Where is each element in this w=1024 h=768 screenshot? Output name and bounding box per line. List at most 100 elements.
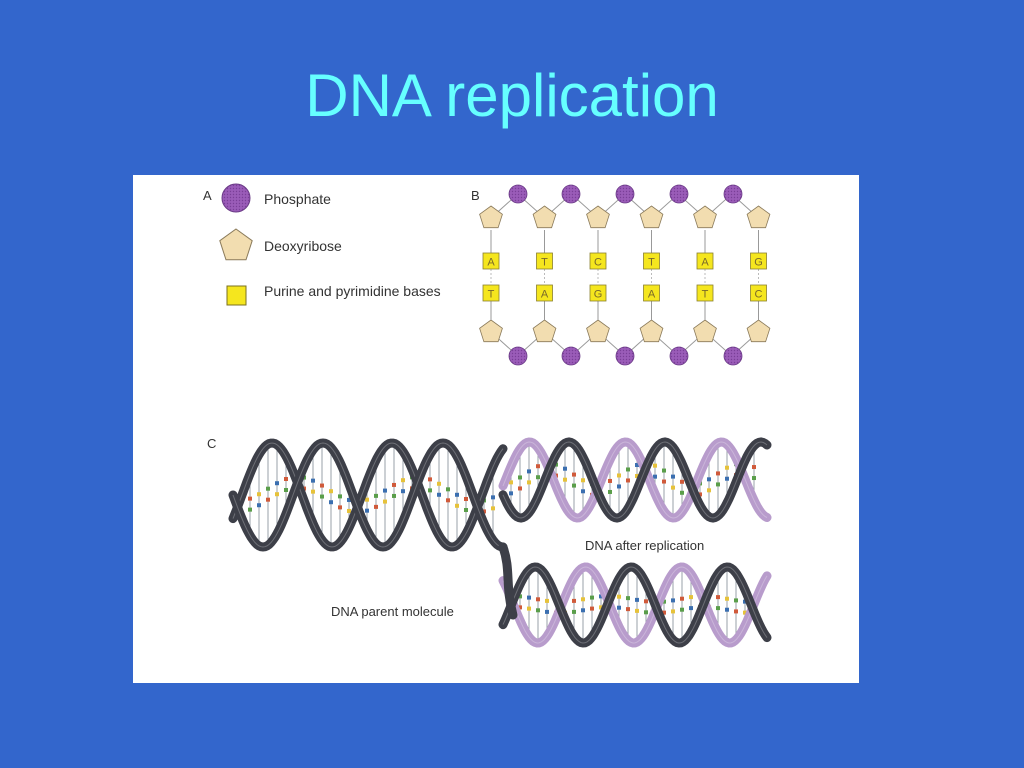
base-marker xyxy=(536,464,540,469)
base-letter: G xyxy=(754,257,763,269)
base-marker xyxy=(635,474,639,479)
phosphate-icon xyxy=(669,184,689,204)
base-marker xyxy=(680,479,684,484)
base-letter: T xyxy=(702,289,709,301)
base-square xyxy=(589,284,607,302)
base-letter: A xyxy=(648,289,656,301)
base-marker xyxy=(752,476,756,481)
base-marker xyxy=(266,497,270,502)
phosphate-icon xyxy=(669,346,689,366)
phosphate-icon xyxy=(561,184,581,204)
base-marker xyxy=(527,469,531,474)
base-square xyxy=(482,284,500,302)
base-marker xyxy=(734,609,738,614)
base-marker xyxy=(608,489,612,494)
base-letter: C xyxy=(594,257,602,269)
base-marker xyxy=(635,608,639,613)
base-marker xyxy=(725,607,729,612)
deoxyribose-icon xyxy=(586,205,610,229)
base-marker xyxy=(428,488,432,493)
deoxyribose-icon xyxy=(693,205,717,229)
base-marker xyxy=(617,594,621,599)
base-marker xyxy=(581,608,585,613)
base-marker xyxy=(518,605,522,610)
base-marker xyxy=(671,609,675,614)
base-marker xyxy=(680,490,684,495)
base-marker xyxy=(671,598,675,603)
base-marker xyxy=(338,494,342,499)
parent-label: DNA parent molecule xyxy=(331,604,454,619)
base-marker xyxy=(455,503,459,508)
deoxyribose-icon xyxy=(586,319,610,343)
base-marker xyxy=(626,607,630,612)
base-marker xyxy=(662,599,666,604)
base-letter: A xyxy=(541,289,549,301)
phosphate-icon xyxy=(508,346,528,366)
base-square xyxy=(589,252,607,270)
base-marker xyxy=(284,476,288,481)
base-marker xyxy=(365,497,369,502)
phosphate-icon xyxy=(723,346,743,366)
helix-strand xyxy=(498,562,772,648)
base-marker xyxy=(527,606,531,611)
replication-helix xyxy=(228,437,772,648)
helix-highlight xyxy=(232,442,504,548)
base-marker xyxy=(581,489,585,494)
base-marker xyxy=(347,497,351,502)
base-marker xyxy=(536,608,540,613)
deoxyribose-icon xyxy=(639,319,664,343)
base-icon xyxy=(226,285,247,306)
base-marker xyxy=(725,596,729,601)
base-marker xyxy=(428,477,432,482)
base-marker xyxy=(536,597,540,602)
base-letter: A xyxy=(487,257,495,269)
base-marker xyxy=(563,477,567,482)
base-marker xyxy=(320,494,324,499)
deoxyribose-icon xyxy=(639,205,664,229)
base-marker xyxy=(725,476,729,481)
base-marker xyxy=(626,478,630,483)
phosphate-icon xyxy=(723,184,743,204)
base-marker xyxy=(392,482,396,487)
base-marker xyxy=(572,609,576,614)
base-marker xyxy=(338,505,342,510)
legend-item: Phosphate xyxy=(221,183,331,213)
base-marker xyxy=(689,595,693,600)
base-marker xyxy=(662,610,666,615)
phosphate-icon xyxy=(615,184,635,204)
base-marker xyxy=(401,478,405,483)
base-marker xyxy=(392,493,396,498)
base-marker xyxy=(617,484,621,489)
base-marker xyxy=(446,487,450,492)
base-marker xyxy=(257,492,261,497)
base-marker xyxy=(698,492,702,497)
base-marker xyxy=(374,504,378,509)
base-marker xyxy=(329,489,333,494)
base-marker xyxy=(572,483,576,488)
base-marker xyxy=(617,473,621,478)
base-marker xyxy=(680,607,684,612)
helix-strand xyxy=(498,437,772,523)
panel-c-label: C xyxy=(207,436,216,451)
phosphate-icon xyxy=(615,346,635,366)
base-marker xyxy=(437,492,441,497)
base-letter: T xyxy=(488,289,495,301)
base-square xyxy=(696,284,714,302)
base-marker xyxy=(383,488,387,493)
base-marker xyxy=(383,499,387,504)
base-marker xyxy=(491,495,495,500)
base-marker xyxy=(284,487,288,492)
helix-strand xyxy=(498,562,772,648)
base-marker xyxy=(491,506,495,511)
deoxyribose-icon xyxy=(532,205,557,229)
base-marker xyxy=(590,606,594,611)
base-marker xyxy=(572,598,576,603)
base-letter: C xyxy=(755,289,763,301)
base-marker xyxy=(518,486,522,491)
daughter-helix-lower xyxy=(498,562,772,648)
base-marker xyxy=(635,597,639,602)
base-marker xyxy=(527,595,531,600)
base-marker xyxy=(662,468,666,473)
